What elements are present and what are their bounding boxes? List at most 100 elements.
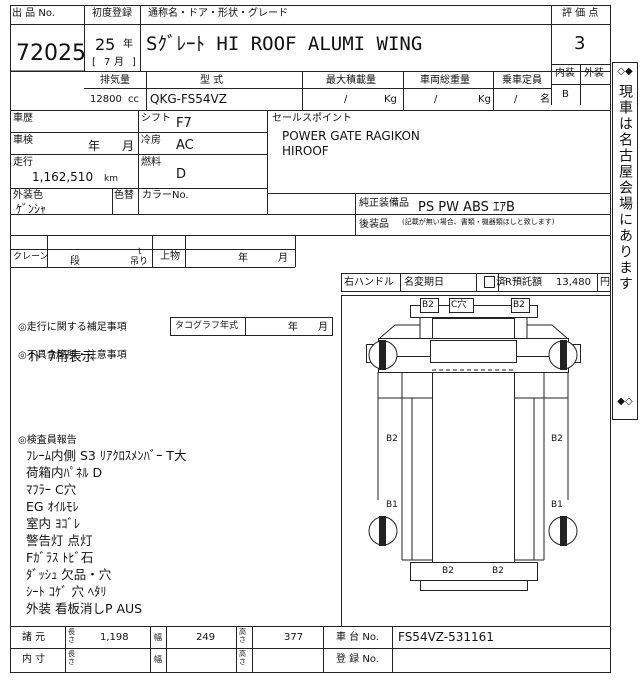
color-no-label: カラーNo. — [142, 190, 189, 201]
diagram-mark: B2 — [513, 300, 525, 310]
score: 3 — [574, 33, 586, 54]
score-label: 評 価 点 — [562, 8, 599, 19]
mileage-value: 1,162,510 — [32, 170, 94, 184]
upper-label: 上物 — [160, 251, 180, 262]
displacement-unit: cc — [128, 94, 139, 105]
tacho-year-unit: 年 — [288, 322, 298, 333]
crane-label: クレーン — [13, 252, 49, 262]
inspector-line: 外装 看板消しP AUS — [26, 601, 143, 616]
displacement-label: 排気量 — [100, 75, 130, 86]
capacity-slash: / — [514, 94, 518, 105]
recycle-fee-unit: 円 — [600, 277, 610, 288]
name-change-label: 名変期日 — [404, 277, 444, 288]
side-notice-top: ◇◆ — [617, 66, 633, 77]
height-value: 377 — [284, 632, 304, 643]
upper-year-unit: 年 — [238, 253, 248, 264]
sales-point-line-1: POWER GATE RAGIKON — [282, 129, 420, 143]
inner-height-label: 高さ — [239, 650, 246, 666]
diagram-mark: C穴 — [451, 300, 467, 310]
inspector-line: 警告灯 点灯 — [26, 533, 93, 548]
max-load-slash: / — [344, 94, 348, 105]
inspection-month-unit: 月 — [122, 139, 135, 153]
diagram-mark: B2 — [492, 566, 504, 576]
inspector-line: ﾏﾌﾗｰ C穴 — [26, 482, 77, 497]
max-load-unit: Kg — [384, 94, 397, 105]
dims-label: 諸 元 — [22, 632, 46, 643]
inspector-line: ﾌﾚｰﾑ内側 S3 ﾘｱｸﾛｽﾒﾝﾊﾞｰ T大 — [26, 448, 187, 463]
gross-weight-slash: / — [434, 94, 438, 105]
exterior-label: 外装 — [584, 68, 604, 79]
diagram-mark: B1 — [386, 500, 398, 510]
first-reg-label: 初度登録 — [92, 8, 132, 19]
car-name-label: 通称名・ドア・形状・グレード — [148, 8, 288, 19]
reg-month: 7 — [104, 57, 111, 68]
side-notice-bottom: ◆◇ — [617, 396, 633, 407]
reg-bracket-open: [ — [92, 57, 96, 68]
upper-month-unit: 月 — [278, 253, 288, 264]
interior-label: 内装 — [555, 68, 575, 79]
color-label: 外装色 — [13, 190, 43, 201]
shift-value: F7 — [176, 116, 192, 131]
inspector-line: ﾀﾞｯｼｭ 欠品・穴 — [26, 567, 112, 582]
length-value: 1,198 — [100, 632, 129, 643]
model-code: QKG-FS54VZ — [150, 92, 227, 106]
after-equipment-label: 後装品 — [359, 219, 389, 230]
mileage-label: 走行 — [13, 157, 33, 168]
crane-ton-unit: t — [138, 247, 142, 257]
inner-length-label: 長さ — [68, 650, 75, 666]
mileage-unit: km — [104, 174, 118, 184]
registration-label: 登 録 No. — [336, 654, 379, 665]
supplement-label: ◎走行に関する補足事項 — [18, 322, 127, 333]
inspector-line: 荷箱内ﾊﾟﾈﾙ D — [26, 465, 103, 480]
capacity-label: 乗車定員 — [502, 75, 542, 86]
diagram-mark: B2 — [386, 434, 398, 444]
width-label: 幅 — [154, 633, 162, 642]
after-equipment-note: (記載が無い場合、書類・機器類ほしと致します) — [402, 218, 555, 226]
reg-year-unit: 年 — [123, 39, 133, 50]
side-notice-text: 現車は名古屋会場にあります — [617, 84, 633, 292]
inner-dims-label: 内 寸 — [22, 654, 46, 665]
inspector-line: Fｶﾞﾗｽ ﾄﾋﾞ石 — [26, 550, 94, 565]
recycle-fee: 13,480 — [556, 277, 591, 288]
genuine-equipment-value: PS PW ABS ｴｱB — [418, 200, 515, 215]
chassis-number: FS54VZ-531161 — [398, 630, 494, 644]
gross-weight-label: 車両総重量 — [420, 75, 470, 86]
defect-label: ◎不具合箇所・注意事項 — [18, 350, 127, 362]
tacho-label: タコグラフ年式 — [175, 321, 239, 331]
inspection-label: 車検 — [13, 135, 33, 146]
history-label: 車歴 — [13, 113, 33, 124]
handle-value: 右ハンドル — [344, 277, 394, 288]
diagram-mark: B2 — [442, 566, 454, 576]
reg-month-unit: 月 — [114, 57, 124, 68]
car-name: Sｸﾞﾚｰﾄ HI ROOF ALUMI WING — [146, 33, 423, 55]
reg-year: 25 — [95, 35, 116, 54]
lot-number: 72025 — [16, 41, 86, 66]
diagram-mark: B2 — [422, 300, 434, 310]
length-label: 長さ — [68, 628, 75, 644]
chassis-label: 車 台 No. — [336, 632, 379, 643]
name-change-done: 済 — [496, 277, 506, 288]
inspection-year-unit: 年 — [88, 139, 101, 153]
shift-label: シフト — [141, 113, 171, 124]
height-label: 高さ — [239, 628, 246, 644]
ac-label: 冷房 — [141, 135, 161, 146]
inspector-report-list: ﾌﾚｰﾑ内側 S3 ﾘｱｸﾛｽﾒﾝﾊﾞｰ T大 荷箱内ﾊﾟﾈﾙ D ﾏﾌﾗｰ C… — [26, 447, 186, 617]
inspector-line: ｼｰﾄ ｺｹﾞ 穴 ﾍﾀﾘ — [26, 584, 107, 599]
inspector-line: EG ｵｲﾙﾓﾚ — [26, 499, 79, 514]
max-load-label: 最大積載量 — [326, 75, 376, 86]
inner-width-label: 幅 — [154, 655, 162, 664]
sales-point-line-2: HIROOF — [282, 144, 329, 158]
genuine-equipment-label: 純正装備品 — [359, 198, 409, 209]
tacho-month-unit: 月 — [318, 322, 328, 333]
diagram-mark: B1 — [551, 500, 563, 510]
sales-point-label: セールスポイント — [272, 113, 352, 124]
interior-grade: B — [562, 89, 569, 100]
fuel-label: 燃料 — [141, 157, 161, 168]
crane-stage: 段 — [70, 256, 80, 267]
truck-diagram — [366, 305, 581, 591]
displacement: 12800 — [90, 94, 122, 105]
ac-value: AC — [176, 138, 194, 153]
capacity-unit: 名 — [540, 94, 550, 105]
diagram-mark: B2 — [551, 434, 563, 444]
